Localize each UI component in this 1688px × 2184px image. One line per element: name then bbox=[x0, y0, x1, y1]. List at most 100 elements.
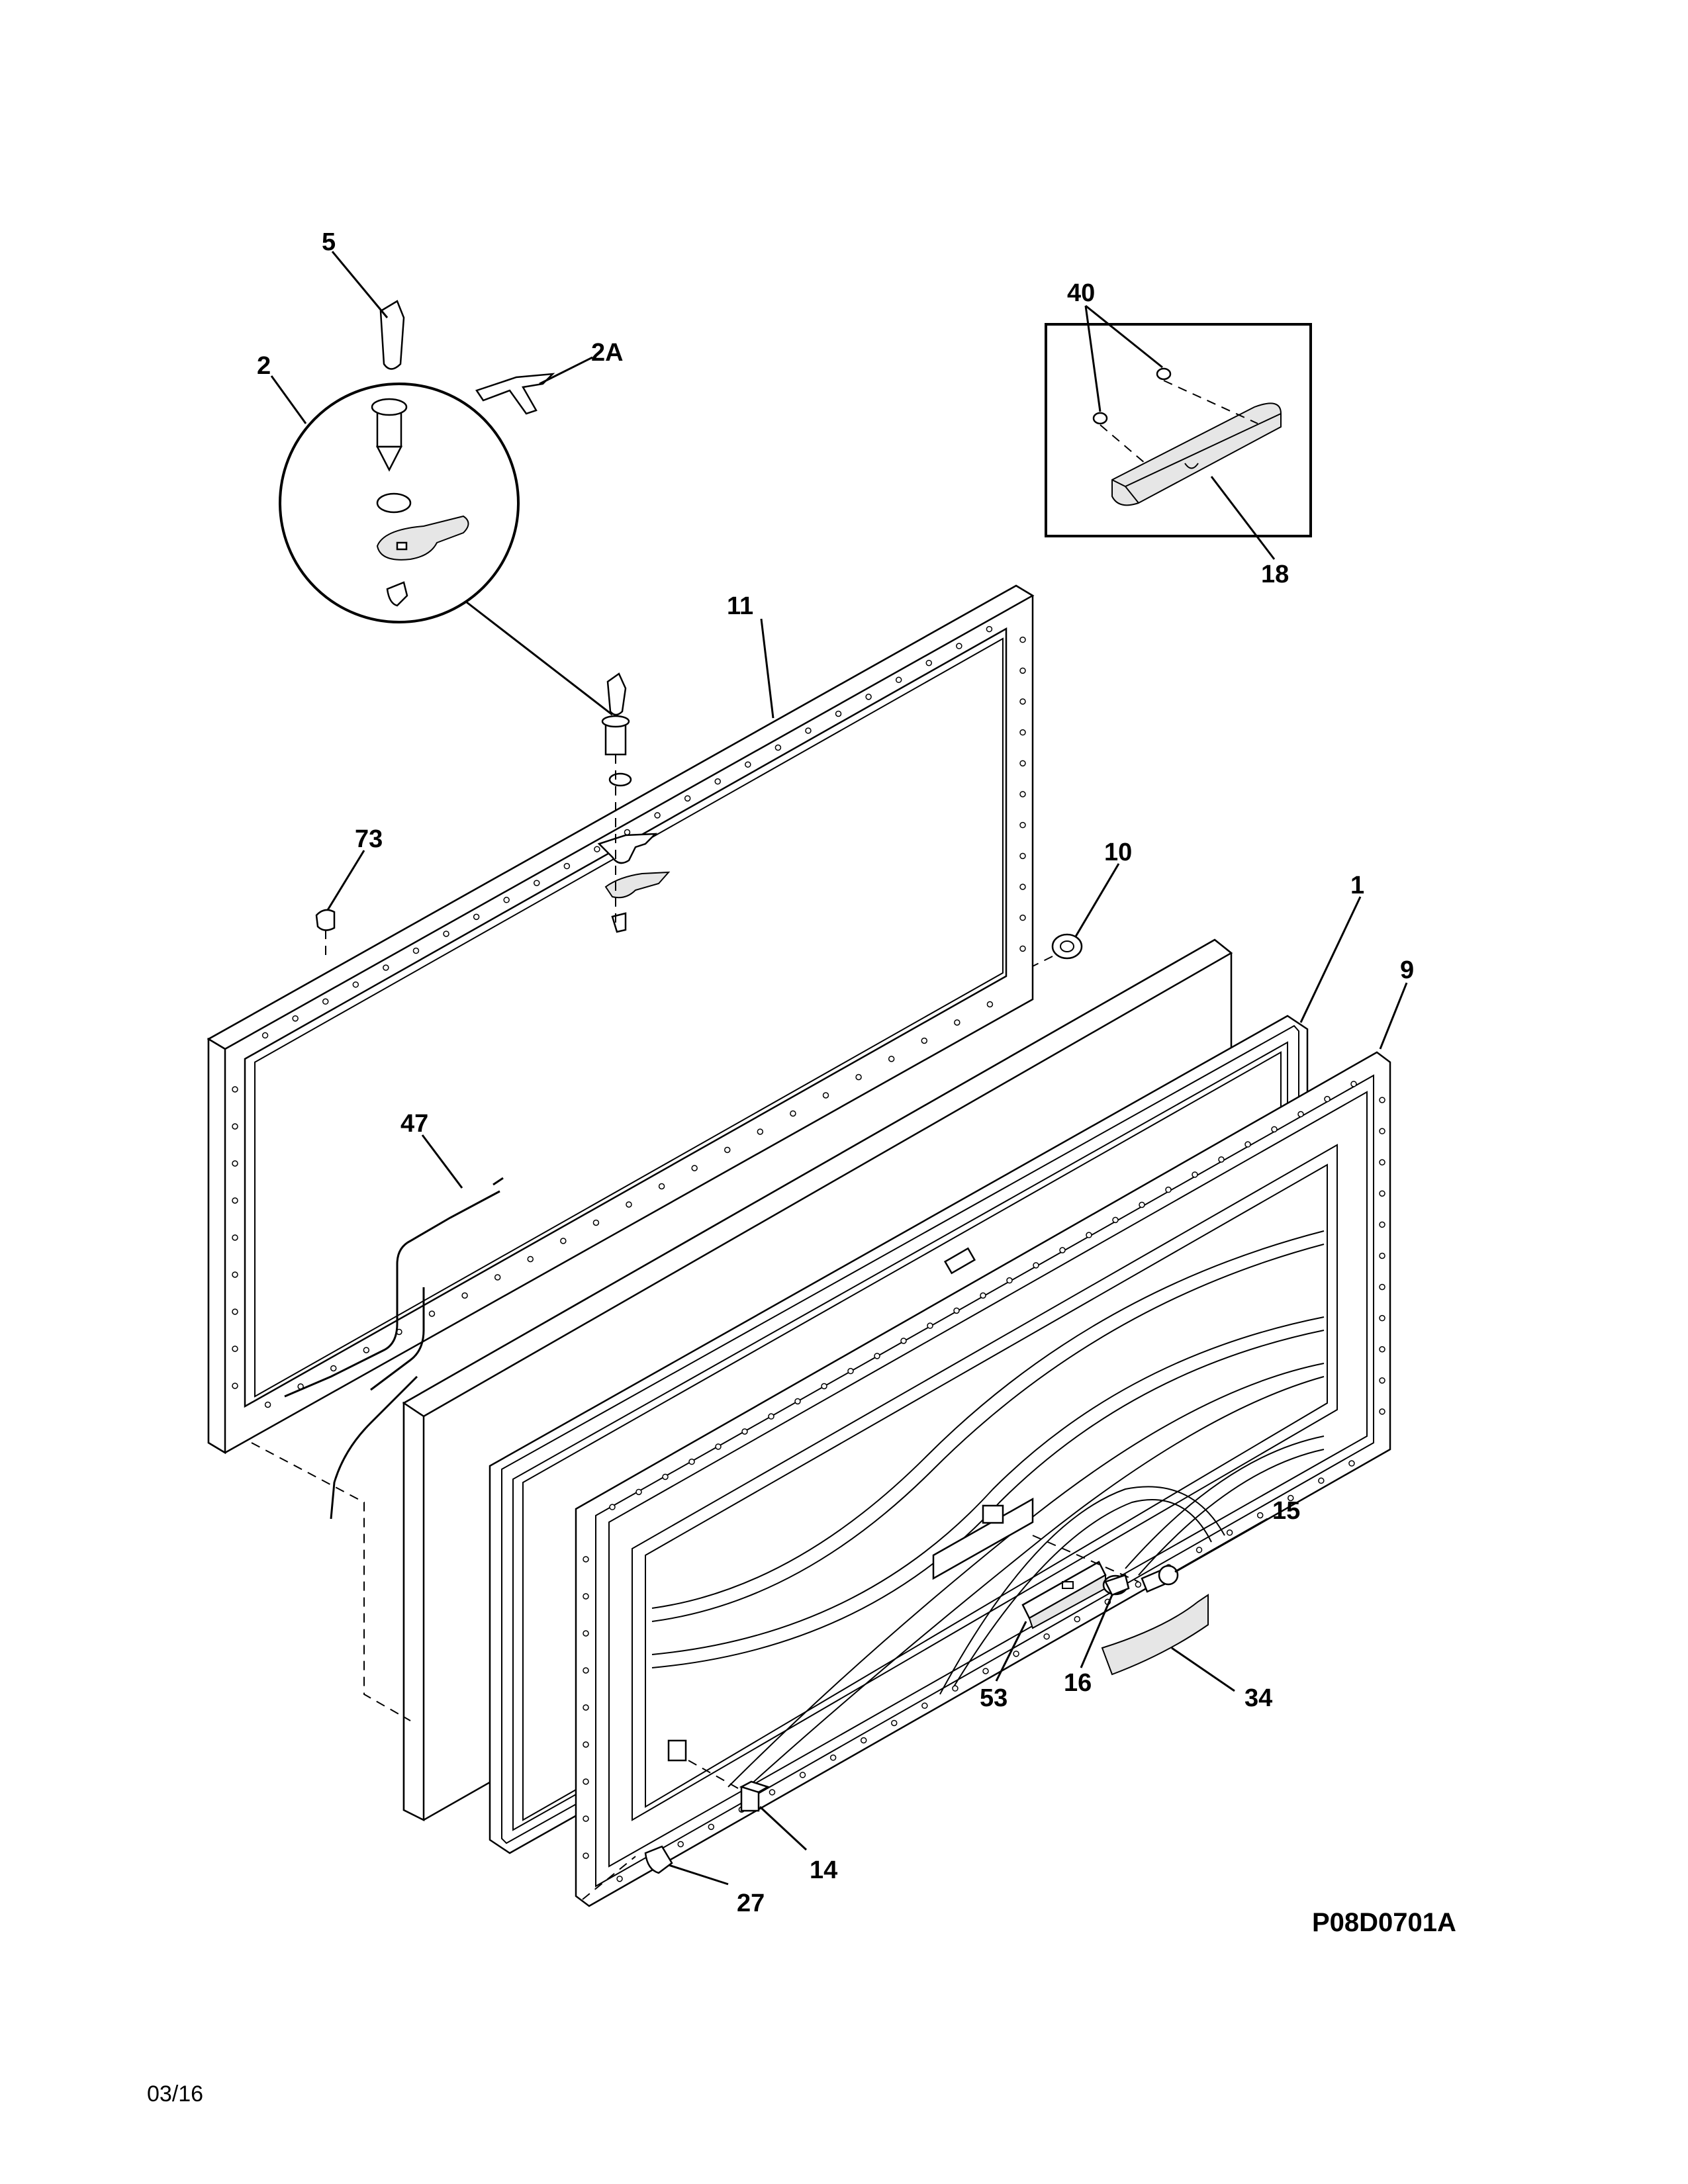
rivet-hole bbox=[865, 694, 872, 700]
rivet-hole bbox=[1019, 636, 1026, 643]
rivet-hole bbox=[715, 1443, 722, 1450]
rivet-hole bbox=[626, 1201, 632, 1208]
rivet-hole bbox=[835, 710, 842, 717]
inner-door-panel bbox=[575, 1051, 1391, 1907]
diagram-code: P08D0701A bbox=[1312, 1908, 1456, 1937]
rivet-hole bbox=[330, 1365, 337, 1372]
rivet-hole bbox=[560, 1238, 567, 1244]
rivet-hole bbox=[412, 947, 420, 954]
rivet-hole bbox=[592, 1219, 600, 1226]
rivet-hole bbox=[1192, 1171, 1198, 1178]
handle-bracket bbox=[1021, 1561, 1107, 1629]
rivet-hole bbox=[1218, 1156, 1225, 1163]
rivet-hole bbox=[494, 1274, 501, 1281]
rivet-hole bbox=[1379, 1190, 1385, 1197]
rivet-hole bbox=[1256, 1512, 1264, 1519]
rivet-hole bbox=[1019, 852, 1026, 860]
rivet-hole bbox=[927, 1322, 933, 1329]
rivet-hole bbox=[1271, 1126, 1278, 1133]
rivet-hole bbox=[1019, 821, 1026, 829]
rivet-hole bbox=[1350, 1081, 1357, 1087]
rivet-hole bbox=[232, 1271, 238, 1278]
callout-9: 9 bbox=[1400, 956, 1414, 984]
rivet-hole bbox=[232, 1160, 238, 1167]
rivet-hole bbox=[855, 1073, 862, 1081]
handle-pin bbox=[1102, 1574, 1130, 1596]
rivet-hole bbox=[461, 1292, 468, 1299]
callout-10: 10 bbox=[1104, 839, 1132, 866]
rivet-hole bbox=[794, 1398, 801, 1405]
rivet-hole bbox=[1244, 1141, 1251, 1148]
rivet-hole bbox=[1019, 914, 1026, 921]
rivet-hole bbox=[982, 1668, 989, 1674]
handle-spring-part bbox=[1141, 1565, 1179, 1593]
heater-wire bbox=[284, 1177, 504, 1520]
callout-2: 2 bbox=[257, 352, 271, 380]
rivet-hole bbox=[563, 862, 571, 870]
frame-lock-assembly bbox=[597, 672, 671, 933]
callout-73: 73 bbox=[355, 825, 383, 853]
rivet-hole bbox=[583, 1556, 589, 1563]
rivet-hole bbox=[654, 812, 661, 819]
rivet-hole bbox=[527, 1255, 534, 1263]
callout-5: 5 bbox=[322, 228, 336, 256]
rivet-hole bbox=[232, 1308, 238, 1315]
rivet-hole bbox=[583, 1593, 589, 1600]
callout-34: 34 bbox=[1244, 1684, 1272, 1712]
rivet-hole bbox=[534, 880, 540, 886]
rivet-hole bbox=[980, 1292, 986, 1299]
rivet-hole bbox=[986, 625, 993, 633]
rivet-hole bbox=[1379, 1221, 1385, 1228]
rivet-hole bbox=[1086, 1232, 1092, 1238]
rivet-hole bbox=[292, 1015, 299, 1022]
callout-47: 47 bbox=[400, 1110, 428, 1138]
rivet-hole bbox=[473, 913, 480, 921]
rivet-hole bbox=[757, 1128, 764, 1135]
rivet-hole bbox=[322, 998, 329, 1005]
rivet-hole bbox=[662, 1473, 669, 1480]
callout-53: 53 bbox=[980, 1684, 1008, 1712]
rivet-hole bbox=[1033, 1262, 1039, 1269]
rivet-hole bbox=[232, 1197, 238, 1204]
callout-1: 1 bbox=[1350, 872, 1364, 899]
rivet-hole bbox=[583, 1741, 589, 1748]
rivet-hole bbox=[688, 1458, 695, 1465]
rivet-hole bbox=[900, 1338, 907, 1344]
rivet-hole bbox=[1135, 1581, 1142, 1588]
rivet-hole bbox=[1379, 1128, 1385, 1134]
rivet-hole bbox=[363, 1347, 370, 1353]
callout-2a: 2A bbox=[591, 339, 624, 367]
rivet-hole bbox=[583, 1667, 589, 1674]
rivet-hole bbox=[616, 1876, 623, 1882]
rivet-hole bbox=[921, 1702, 928, 1709]
rivet-hole bbox=[1139, 1201, 1145, 1208]
rivet-hole bbox=[684, 795, 691, 802]
rivet-hole bbox=[594, 846, 600, 852]
rivet-hole bbox=[769, 1789, 776, 1796]
lock-detail-circle bbox=[279, 383, 520, 623]
rivet-hole bbox=[860, 1737, 867, 1744]
rivet-hole bbox=[829, 1754, 837, 1761]
rivet-hole bbox=[1043, 1633, 1050, 1640]
rivet-hole bbox=[1019, 945, 1026, 952]
rivet-hole bbox=[1013, 1651, 1019, 1657]
rivet-hole bbox=[745, 761, 751, 768]
rivet-hole bbox=[677, 1841, 684, 1848]
rivet-hole bbox=[583, 1852, 589, 1859]
rivet-hole bbox=[1379, 1314, 1385, 1322]
clip-part bbox=[475, 373, 555, 415]
rivet-hole bbox=[1288, 1494, 1294, 1502]
rivet-hole bbox=[1379, 1252, 1385, 1259]
rivet-hole bbox=[822, 1092, 829, 1099]
rivet-hole bbox=[790, 1110, 796, 1117]
rivet-hole bbox=[1318, 1477, 1325, 1484]
callout-15: 15 bbox=[1272, 1497, 1300, 1525]
rivet-hole bbox=[956, 643, 962, 649]
rivet-hole bbox=[952, 1685, 959, 1692]
rivet-hole bbox=[624, 829, 631, 836]
rivet-hole bbox=[1074, 1615, 1080, 1623]
callout-11: 11 bbox=[727, 592, 753, 620]
rivet-hole bbox=[383, 964, 389, 971]
key-part bbox=[379, 300, 405, 370]
